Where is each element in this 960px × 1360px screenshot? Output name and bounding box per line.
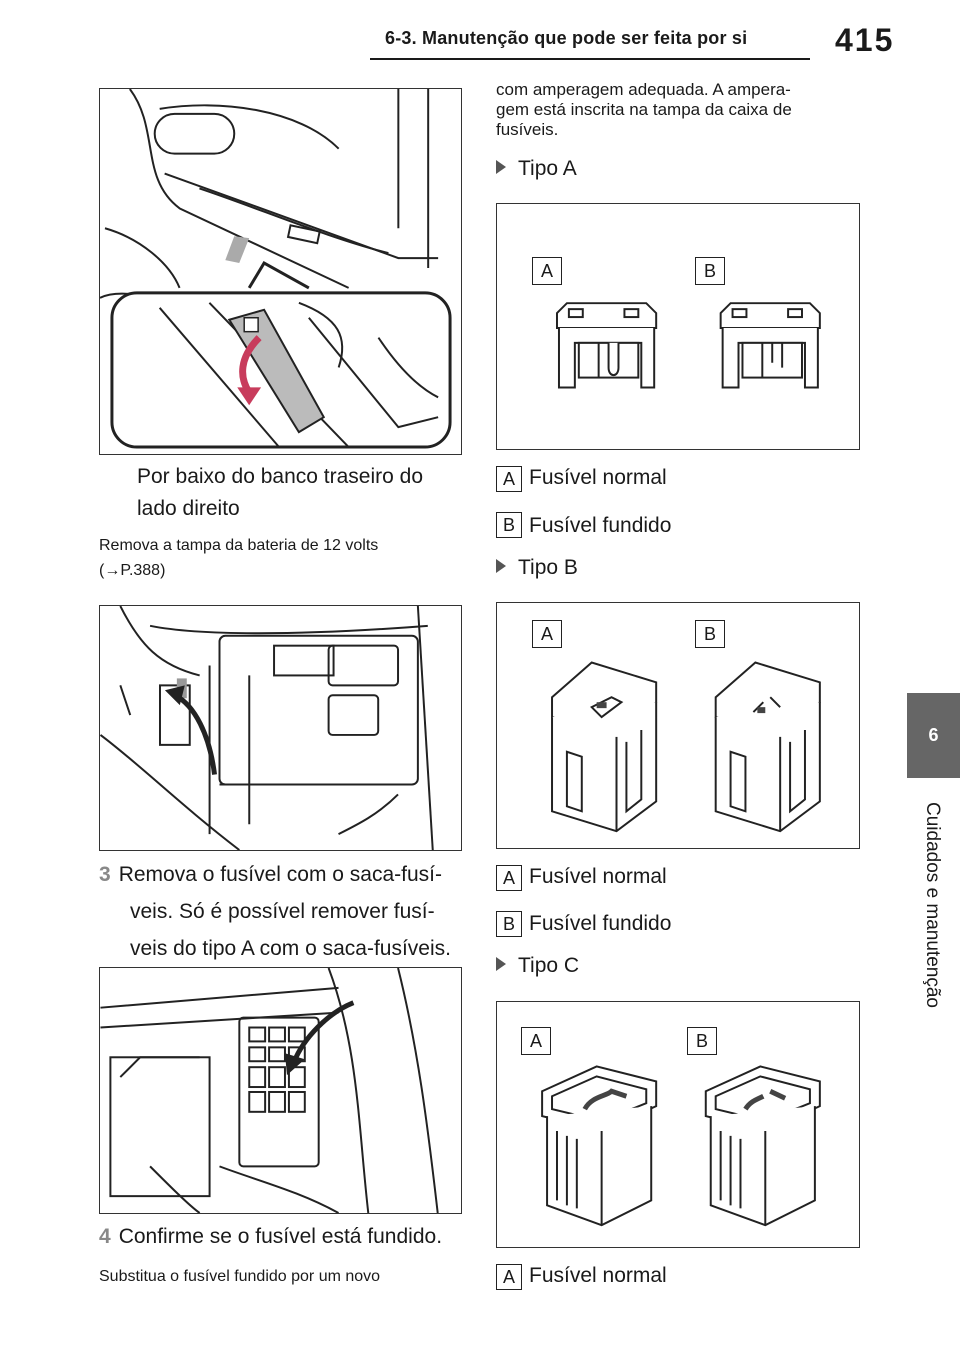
replace-fuse-note: Substitua o fusível fundido por um novo xyxy=(99,1268,381,1285)
legend-normal-fuse: Fusível normal xyxy=(529,1264,667,1287)
amperage-note-line: fusíveis. xyxy=(496,120,559,139)
figure1-caption-line: lado direito xyxy=(137,497,240,520)
legend-letter-a: A xyxy=(496,1264,522,1290)
type-a-heading: Tipo A xyxy=(496,154,577,184)
bullet-arrow-icon xyxy=(496,160,506,175)
amperage-note-line: gem está inscrita na tampa da caixa de xyxy=(496,100,792,119)
type-a-label: Tipo A xyxy=(518,157,577,180)
legend-letter-b: B xyxy=(496,911,522,937)
legend-normal-fuse: Fusível normal xyxy=(529,865,667,888)
figure-fuse-box xyxy=(99,967,462,1214)
fuse-box-location-illustration xyxy=(100,606,434,850)
step3-line: Remova o fusível com o saca-fusí- xyxy=(118,863,442,886)
page-reference-link[interactable]: P.388) xyxy=(120,562,166,579)
bullet-arrow-icon xyxy=(496,559,506,574)
reference-arrow-icon: → xyxy=(104,562,121,579)
amperage-note-line: com amperagem adequada. A ampera- xyxy=(496,80,791,99)
fuse-letter-b: B xyxy=(695,620,725,648)
figure-fuse-type-a: A B xyxy=(496,203,860,450)
type-b-label: Tipo B xyxy=(518,556,578,579)
chapter-title: Cuidados e manutenção xyxy=(922,802,943,1008)
step3-line: veis do tipo A com o saca-fusíveis. xyxy=(130,937,451,960)
fuse-letter-a: A xyxy=(521,1027,551,1055)
legend-letter-b: B xyxy=(496,512,522,538)
legend-letter-a: A xyxy=(496,865,522,891)
amperage-note: com amperagem adequada. A ampera- gem es… xyxy=(496,80,792,140)
header-divider xyxy=(370,58,810,60)
figure-fuse-type-b: A B xyxy=(496,602,860,849)
figure1-caption: Por baixo do banco traseiro do lado dire… xyxy=(137,462,423,524)
fuse-letter-a: A xyxy=(532,257,562,285)
legend-blown-fuse: Fusível fundido xyxy=(529,912,672,935)
seat-cover-illustration xyxy=(100,89,452,449)
step4-text: Confirme se o fusível está fundido. xyxy=(118,1225,443,1248)
figure-fuse-type-c: A B xyxy=(496,1001,860,1248)
fuse-letter-b: B xyxy=(687,1027,717,1055)
paren-open: ( xyxy=(99,562,105,579)
section-title: 6-3. Manutenção que pode ser feita por s… xyxy=(385,28,748,48)
type-c-label: Tipo C xyxy=(518,954,580,977)
bullet-arrow-icon xyxy=(496,957,506,972)
step-4: 4 Confirme se o fusível está fundido. xyxy=(99,1222,442,1252)
chapter-tab: 6 xyxy=(907,693,960,778)
type-a-fuses-illustration xyxy=(555,302,821,389)
step3-line: veis. Só é possível remover fusí- xyxy=(130,900,435,923)
type-c-heading: Tipo C xyxy=(496,951,579,981)
figure-fuse-box-location xyxy=(99,605,462,851)
fuse-letter-b: B xyxy=(695,257,725,285)
step-3: 3 Remova o fusível com o saca-fusí- veis.… xyxy=(99,860,451,964)
chapter-number: 6 xyxy=(928,725,939,745)
legend-blown-fuse: Fusível fundido xyxy=(529,514,672,537)
type-c-fuses-illustration xyxy=(541,1065,821,1227)
legend-normal-fuse: Fusível normal xyxy=(529,466,667,489)
figure1-caption-line: Por baixo do banco traseiro do xyxy=(137,465,424,488)
type-b-fuses-illustration xyxy=(551,661,821,833)
step-number: 4 xyxy=(99,1225,111,1248)
fuse-box-illustration xyxy=(100,968,439,1213)
page-number: 415 xyxy=(835,22,895,58)
step-number: 3 xyxy=(99,863,111,886)
battery-cover-note: Remova a tampa da bateria de 12 volts (→… xyxy=(99,535,378,581)
battery-note-line: Remova a tampa da bateria de 12 volts xyxy=(99,537,379,554)
fuse-letter-a: A xyxy=(532,620,562,648)
type-b-heading: Tipo B xyxy=(496,553,578,583)
legend-letter-a: A xyxy=(496,466,522,492)
figure-seat-cover-removal xyxy=(99,88,462,455)
